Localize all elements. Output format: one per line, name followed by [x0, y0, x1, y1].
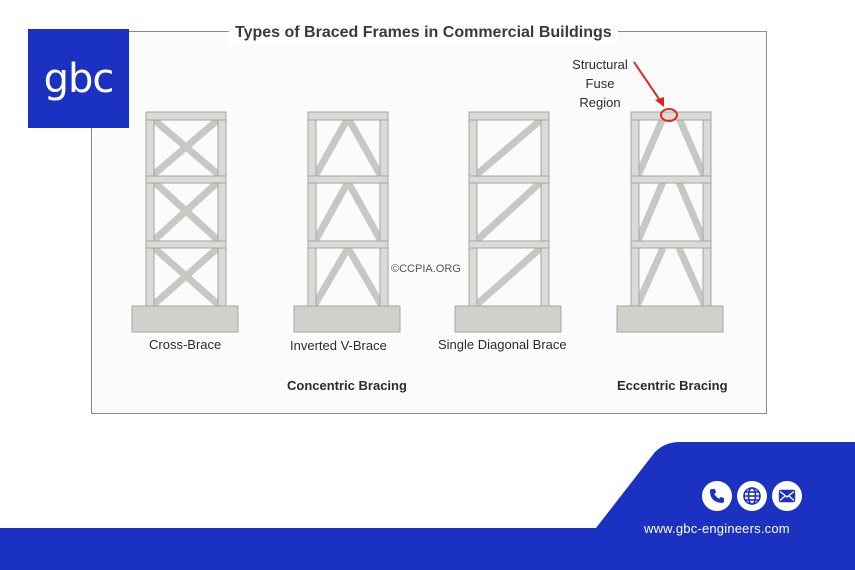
single-diagonal-brace-frame	[454, 111, 562, 333]
diagram-title: Types of Braced Frames in Commercial Bui…	[229, 22, 618, 44]
group-eccentric: Eccentric Bracing	[617, 378, 728, 393]
globe-icon[interactable]	[737, 481, 767, 511]
mail-icon[interactable]	[772, 481, 802, 511]
website-link[interactable]: www.gbc-engineers.com	[644, 521, 790, 536]
watermark: ©CCPIA.ORG	[391, 263, 461, 275]
fuse-label-line1: Structural	[572, 57, 628, 72]
footer-bar	[0, 528, 855, 570]
contact-icons	[702, 481, 802, 511]
caption-cross-brace: Cross-Brace	[149, 337, 222, 352]
caption-single-diagonal-brace: Single Diagonal Brace	[438, 337, 567, 352]
gbc-logo[interactable]: gbc	[28, 29, 129, 128]
eccentric-brace-frame	[616, 111, 724, 333]
fuse-arrow	[633, 61, 678, 122]
logo-text: gbc	[43, 55, 115, 102]
inverted-v-brace-frame	[293, 111, 401, 333]
fuse-label-line2: Fuse	[585, 76, 615, 91]
fuse-region-label: Structural Fuse Region	[562, 55, 638, 112]
fuse-region-circle	[660, 108, 678, 122]
cross-brace-frame	[131, 111, 239, 333]
fuse-label-line3: Region	[579, 95, 621, 110]
phone-icon[interactable]	[702, 481, 732, 511]
caption-inverted-v-brace: Inverted V-Brace	[290, 338, 387, 353]
group-concentric: Concentric Bracing	[287, 378, 407, 393]
